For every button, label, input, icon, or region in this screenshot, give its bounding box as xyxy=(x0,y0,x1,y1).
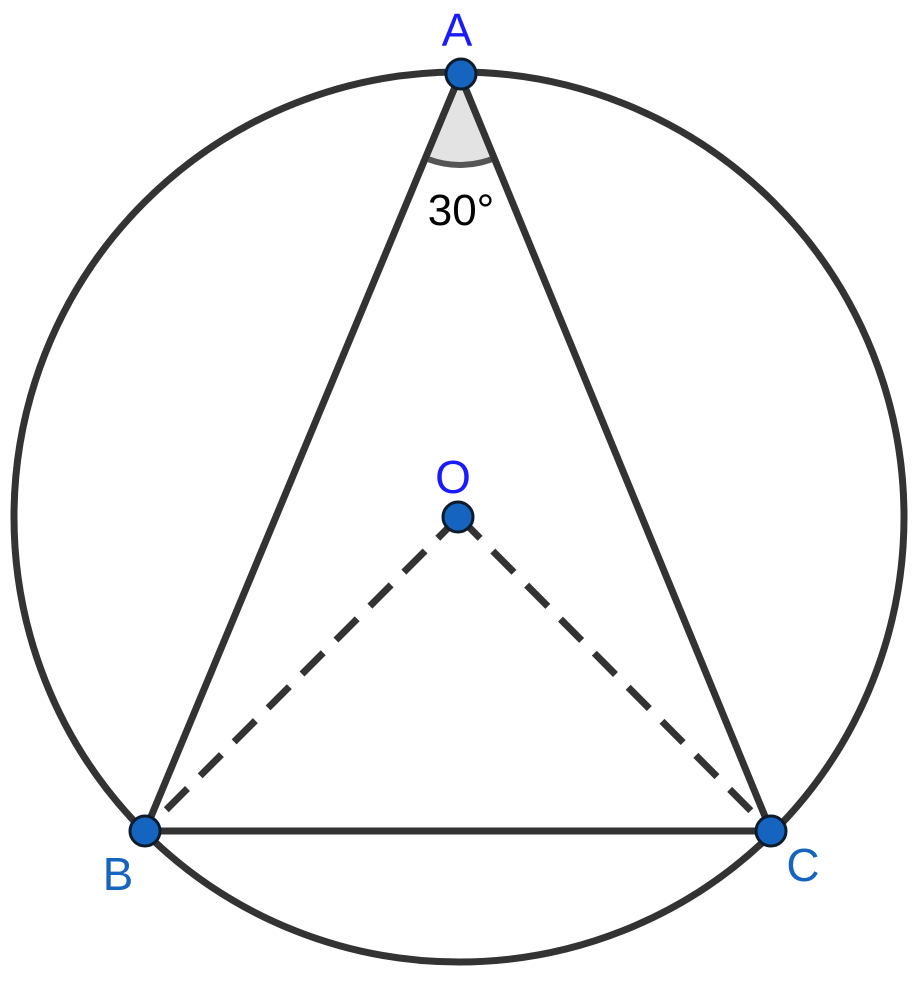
radius-OB xyxy=(142,514,462,834)
label-B: B xyxy=(103,848,134,900)
point-C xyxy=(754,814,788,848)
radius-OC xyxy=(456,514,774,834)
angle-A-label: 30° xyxy=(428,186,495,235)
point-O xyxy=(441,500,475,534)
point-A xyxy=(444,57,478,91)
label-A: A xyxy=(442,4,473,56)
side-AC xyxy=(456,71,775,835)
label-C: C xyxy=(786,839,819,891)
point-B xyxy=(128,814,162,848)
angle-A-sector xyxy=(428,75,498,165)
label-O: O xyxy=(435,451,471,503)
side-AB xyxy=(141,71,464,835)
